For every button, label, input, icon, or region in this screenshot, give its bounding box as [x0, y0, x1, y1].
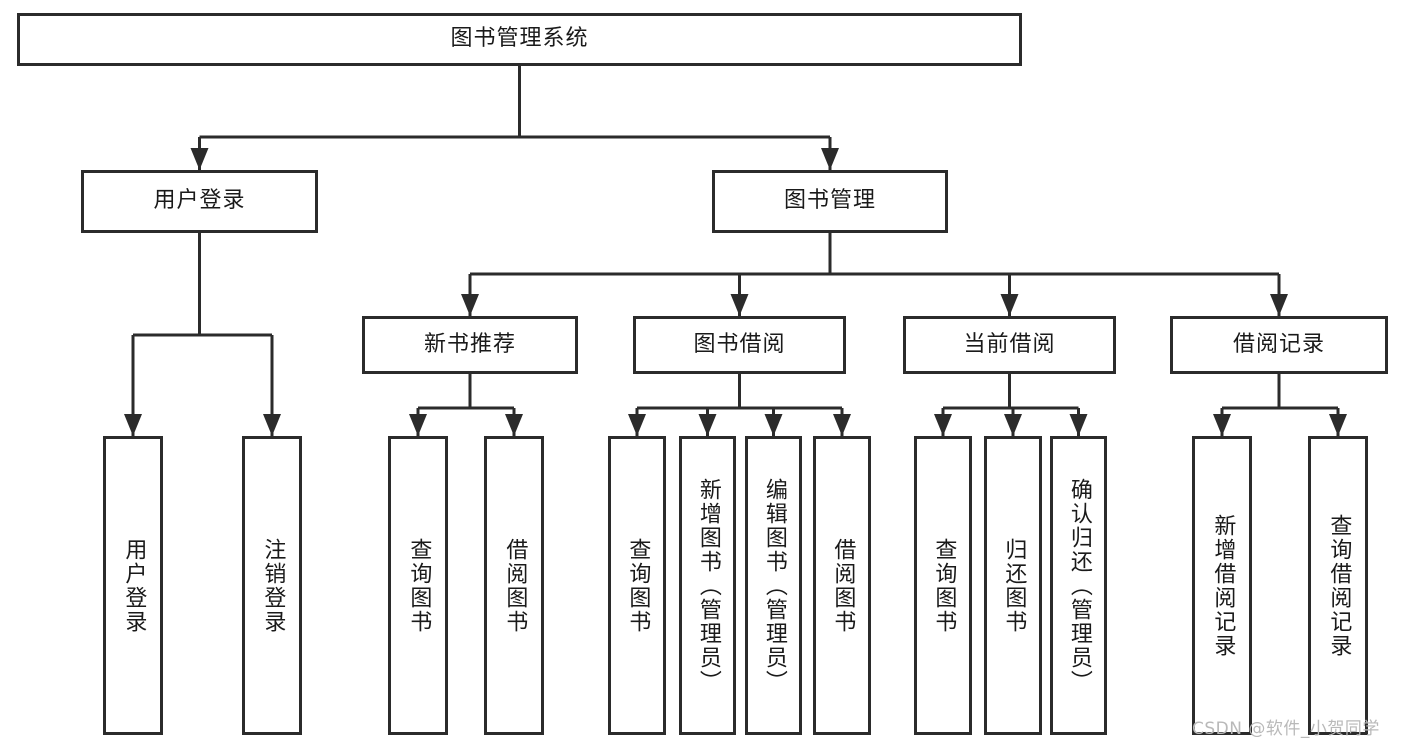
node-c_confirm[interactable]: 确认归还（管理员） — [1050, 436, 1107, 735]
edge-arrowhead — [764, 414, 783, 436]
node-label: 当前借阅 — [963, 331, 1056, 357]
node-label: 查询图书 — [625, 537, 651, 634]
edge-arrowhead — [934, 414, 952, 436]
node-b_edit[interactable]: 编辑图书（管理员） — [745, 436, 802, 735]
node-bookmgmt[interactable]: 图书管理 — [712, 170, 948, 233]
watermark-label: CSDN @软件_小贺同学 — [1192, 719, 1380, 739]
node-n_query[interactable]: 查询图书 — [388, 436, 448, 735]
node-c_return[interactable]: 归还图书 — [984, 436, 1042, 735]
node-label: 查询借阅记录 — [1326, 513, 1352, 658]
node-b_add[interactable]: 新增图书（管理员） — [679, 436, 736, 735]
node-newbook[interactable]: 新书推荐 — [362, 316, 578, 374]
node-label: 确认归还（管理员） — [1066, 477, 1092, 694]
edge-arrowhead — [1329, 414, 1347, 436]
edge-arrowhead — [1069, 414, 1088, 436]
node-label: 用户登录 — [153, 188, 246, 214]
edge-arrowhead — [124, 414, 142, 436]
node-label: 借阅图书 — [502, 537, 528, 634]
edge-arrowhead — [1213, 414, 1231, 436]
edge-arrowhead — [730, 294, 749, 316]
edge-arrowhead — [628, 414, 646, 436]
edge-arrowhead — [1270, 294, 1288, 316]
node-c_query[interactable]: 查询图书 — [914, 436, 972, 735]
edge-arrowhead — [409, 414, 427, 436]
node-root[interactable]: 图书管理系统 — [17, 13, 1022, 66]
node-l_logout[interactable]: 注销登录 — [242, 436, 302, 735]
node-label: 注销登录 — [260, 537, 286, 634]
edge-arrowhead — [190, 148, 209, 170]
edge-arrowhead — [833, 414, 851, 436]
node-current[interactable]: 当前借阅 — [903, 316, 1116, 374]
node-label: 编辑图书（管理员） — [761, 477, 787, 694]
node-label: 查询图书 — [931, 537, 957, 634]
edge-arrowhead — [821, 148, 839, 170]
node-label: 图书借阅 — [693, 331, 786, 357]
edge-arrowhead — [1000, 294, 1019, 316]
node-n_borrow[interactable]: 借阅图书 — [484, 436, 544, 735]
edge-arrowhead — [263, 414, 281, 436]
node-label: 借阅记录 — [1232, 331, 1325, 357]
node-label: 用户登录 — [121, 537, 147, 634]
node-records[interactable]: 借阅记录 — [1170, 316, 1388, 374]
node-b_lend[interactable]: 借阅图书 — [813, 436, 871, 735]
node-r_query[interactable]: 查询借阅记录 — [1308, 436, 1368, 735]
node-label: 图书管理 — [783, 188, 876, 214]
node-label: 新增借阅记录 — [1210, 513, 1236, 658]
node-label: 图书管理系统 — [450, 26, 589, 52]
edge-arrowhead — [505, 414, 523, 436]
node-label: 归还图书 — [1001, 537, 1027, 634]
node-label: 查询图书 — [406, 537, 432, 634]
node-l_login[interactable]: 用户登录 — [103, 436, 163, 735]
node-label: 借阅图书 — [830, 537, 856, 634]
node-label: 新书推荐 — [423, 331, 516, 357]
edge-arrowhead — [698, 414, 717, 436]
node-label: 新增图书（管理员） — [695, 477, 721, 694]
edge-arrowhead — [1004, 414, 1022, 436]
node-login[interactable]: 用户登录 — [81, 170, 318, 233]
node-r_add[interactable]: 新增借阅记录 — [1192, 436, 1252, 735]
edge-arrowhead — [461, 294, 479, 316]
node-borrow[interactable]: 图书借阅 — [633, 316, 846, 374]
node-b_query[interactable]: 查询图书 — [608, 436, 666, 735]
